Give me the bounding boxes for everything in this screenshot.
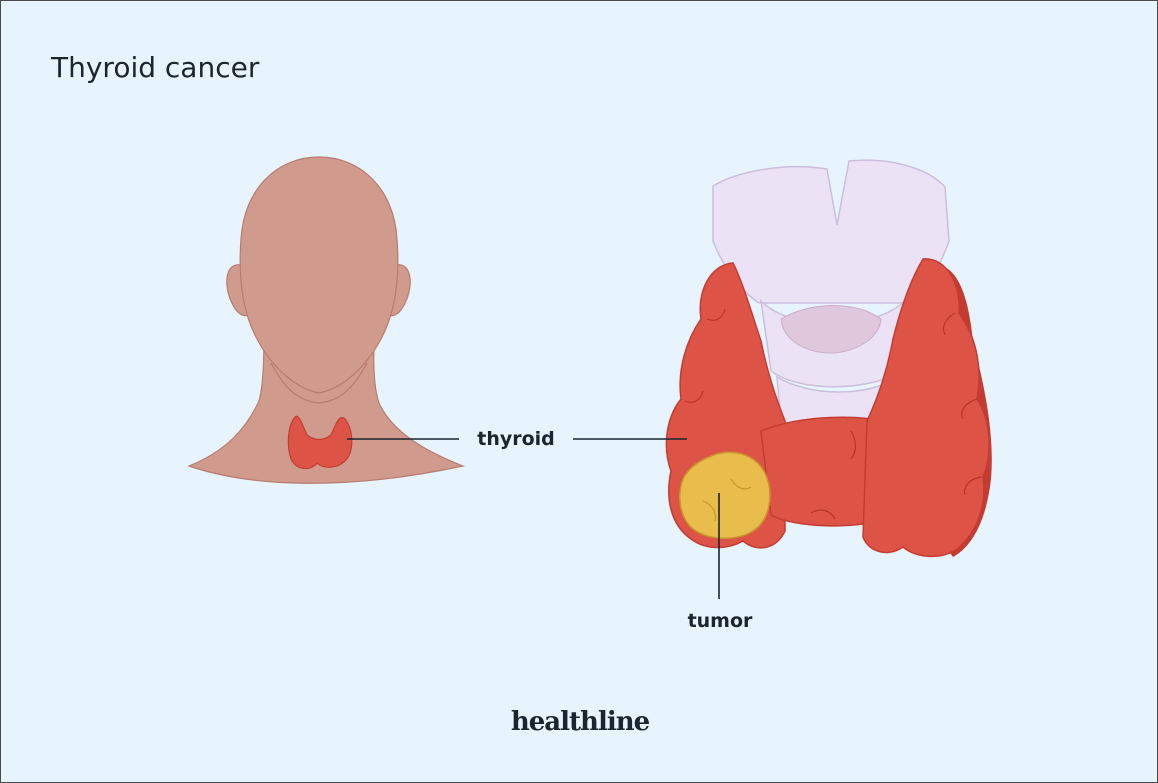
head-silhouette-icon	[189, 157, 463, 483]
tumor-label: tumor	[688, 610, 753, 632]
healthline-logo: healthline	[1, 707, 1158, 737]
thyroid-label: thyroid	[477, 428, 555, 450]
tumor-nodule-icon	[680, 452, 770, 538]
